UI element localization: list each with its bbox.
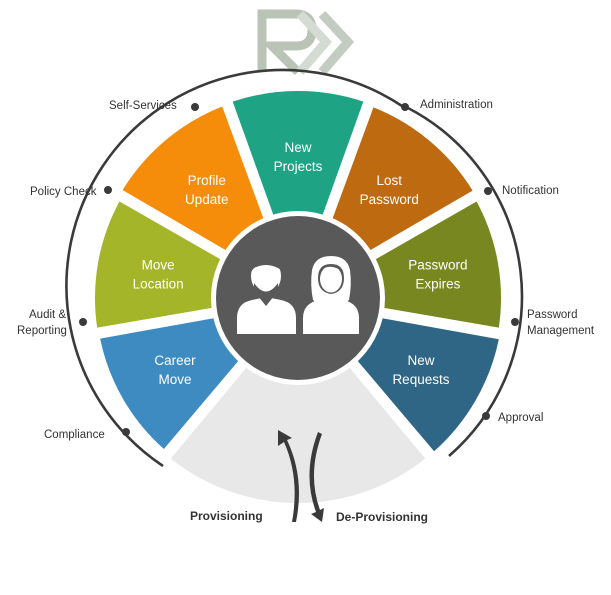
deprovisioning-label: De-Provisioning xyxy=(336,510,428,524)
outer-arc-right xyxy=(407,106,524,457)
outer-ring-markers xyxy=(79,103,519,436)
segment-password-expires xyxy=(374,201,501,328)
marker-dot xyxy=(482,412,490,420)
segment-career-move xyxy=(100,318,239,450)
label-password-management-line2: Management xyxy=(527,325,595,337)
flow-arrows xyxy=(278,430,324,522)
segment-label-career-move-line2: Move xyxy=(159,372,192,387)
marker-dot xyxy=(484,187,492,195)
marker-dot xyxy=(191,103,199,111)
label-audit-reporting-line2: Reporting xyxy=(17,325,67,337)
segment-label-profile-update-line2: Update xyxy=(185,192,229,207)
segment-label-lost-password-line1: Lost xyxy=(377,173,403,188)
segment-label-move-location-line1: Move xyxy=(142,257,175,272)
label-password-management-line1: Password xyxy=(527,309,578,321)
two-users-icon xyxy=(237,256,359,334)
marker-dot xyxy=(122,428,130,436)
segment-label-password-expires-line1: Password xyxy=(408,257,467,272)
segment-new-projects xyxy=(232,91,364,216)
female-user-icon xyxy=(303,256,359,334)
label-approval: Approval xyxy=(498,412,543,424)
segment-wheel: NewProjectsLostPasswordPasswordExpiresNe… xyxy=(95,91,501,503)
provisioning-label: Provisioning xyxy=(190,509,263,523)
hub xyxy=(211,211,385,385)
segment-label-career-move-line1: Career xyxy=(154,353,196,368)
segment-label-profile-update-line1: Profile xyxy=(188,173,226,188)
label-policy-check: Policy Check xyxy=(30,186,97,198)
segment-empty-provisioning xyxy=(170,367,426,503)
rk-logo xyxy=(257,9,355,76)
outer-labels: Self-Services Administration Policy Chec… xyxy=(17,99,595,441)
label-audit-reporting-line1: Audit & xyxy=(29,309,66,321)
provisioning-arrow-icon xyxy=(278,430,299,522)
segment-new-requests xyxy=(357,318,499,452)
segment-label-new-requests-line2: Requests xyxy=(392,372,449,387)
segment-label-lost-password-line2: Password xyxy=(360,192,419,207)
label-compliance: Compliance xyxy=(44,429,105,441)
label-notification: Notification xyxy=(502,185,559,197)
marker-dot xyxy=(79,318,87,326)
marker-dot xyxy=(511,318,519,326)
segment-move-location xyxy=(95,201,222,328)
marker-dot xyxy=(401,103,409,111)
segment-lost-password xyxy=(332,107,473,251)
outer-arc-left xyxy=(65,68,403,468)
segment-label-new-requests-line1: New xyxy=(407,353,434,368)
marker-dot xyxy=(104,186,112,194)
label-administration: Administration xyxy=(420,99,493,111)
segment-label-new-projects-line1: New xyxy=(284,140,311,155)
segment-label-move-location-line2: Location xyxy=(133,276,184,291)
segment-label-new-projects-line2: Projects xyxy=(274,159,323,174)
deprovisioning-arrow-icon xyxy=(309,432,324,522)
segment-label-password-expires-line2: Expires xyxy=(415,276,460,291)
segment-profile-update xyxy=(122,106,264,251)
outer-ring xyxy=(65,68,524,468)
male-user-icon xyxy=(237,257,296,334)
label-self-services: Self-Services xyxy=(109,100,177,112)
hub-circle xyxy=(216,216,380,380)
